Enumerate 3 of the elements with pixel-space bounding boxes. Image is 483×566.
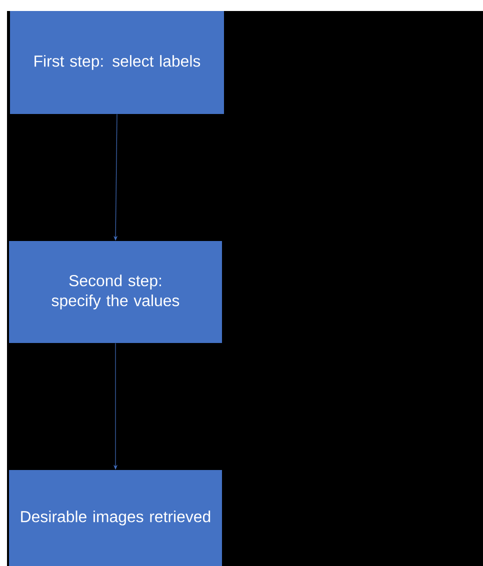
- process-box: Second step: specify the values: [9, 241, 222, 343]
- process-box: Desirable images retrieved: [9, 470, 222, 566]
- process-box: First step: select labels: [10, 11, 224, 114]
